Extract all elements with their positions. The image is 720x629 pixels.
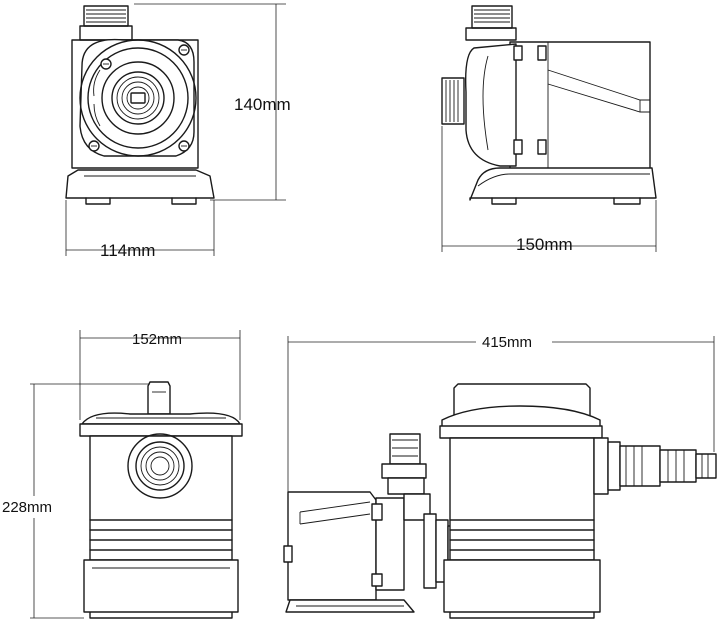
- dimension-label-152: 152mm: [132, 331, 182, 348]
- dimension-228mm: 228mm: [0, 383, 150, 619]
- dimension-150mm: 150mm: [441, 126, 657, 254]
- small-pump-side-view: [441, 5, 657, 205]
- large-pump-front-view: [79, 381, 243, 619]
- dimension-label-228: 228mm: [2, 499, 52, 516]
- dimension-label-140: 140mm: [234, 95, 291, 114]
- dimension-label-415: 415mm: [482, 334, 532, 351]
- dimension-label-150: 150mm: [516, 235, 573, 254]
- large-pump-side-view: [283, 383, 717, 619]
- dimension-label-114: 114mm: [100, 241, 155, 260]
- screw-icon: [88, 44, 190, 152]
- dimension-152mm: 152mm: [79, 330, 241, 420]
- small-pump-front-view: [65, 5, 215, 205]
- dimension-140mm: 140mm: [134, 3, 291, 201]
- dimension-415mm: 415mm: [287, 332, 715, 494]
- dimension-114mm: 114mm: [65, 200, 215, 260]
